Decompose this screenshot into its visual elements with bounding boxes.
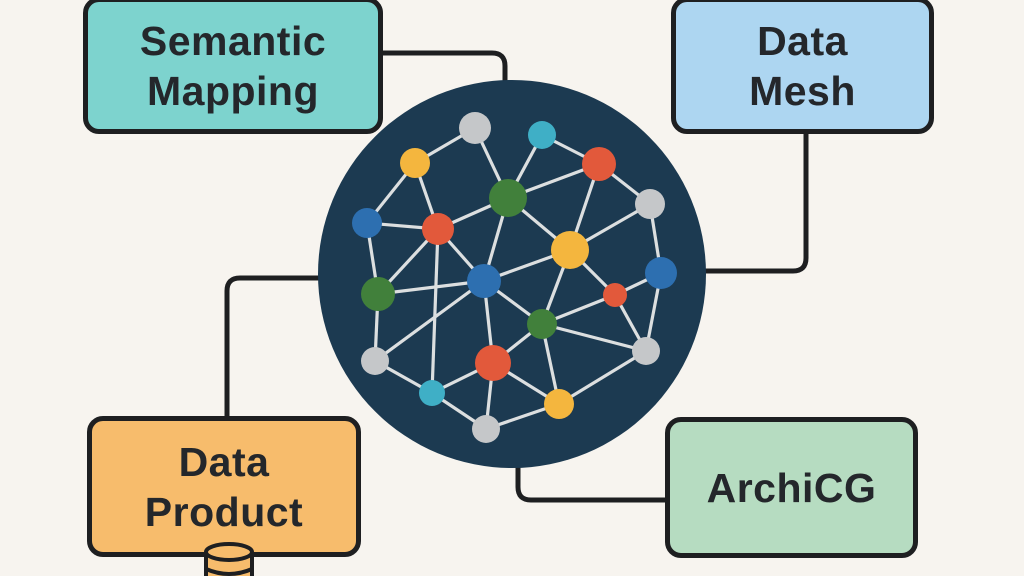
data-mesh-label-line1: Data [757, 17, 848, 64]
database-cylinder-icon [204, 542, 254, 576]
connector-archicg [515, 435, 671, 503]
data-mesh-label-line2: Mesh [749, 67, 856, 114]
graph-node [419, 380, 445, 406]
graph-node [467, 264, 501, 298]
graph-edge [430, 228, 440, 394]
data-product-label-line2: Product [144, 488, 304, 535]
graph-node [603, 283, 627, 307]
data-product-label-line1: Data [178, 438, 270, 485]
graph-node [400, 148, 430, 178]
graph-node [459, 112, 491, 144]
node-box-archicg: ArchiCG [665, 417, 918, 558]
graph-node [489, 179, 527, 217]
connector-data-product [224, 275, 335, 423]
graph-node [528, 121, 556, 149]
graph-edge [374, 279, 485, 363]
connector-semantic-mapping [378, 50, 508, 128]
graph-node [544, 389, 574, 419]
graph-edge [377, 279, 485, 296]
node-box-data-product: Data Product [87, 416, 361, 557]
semantic-mapping-label-line2: Mapping [146, 67, 320, 114]
graph-node [472, 415, 500, 443]
graph-node [645, 257, 677, 289]
archicg-label: ArchiCG [706, 464, 877, 511]
graph-node [632, 337, 660, 365]
semantic-mapping-label-line1: Semantic [139, 17, 327, 64]
graph-edge [558, 349, 647, 406]
graph-node [582, 147, 616, 181]
connector-data-mesh [685, 127, 809, 274]
node-box-data-mesh: Data Mesh [671, 0, 934, 134]
graph-node [475, 345, 511, 381]
graph-node [361, 347, 389, 375]
graph-node [551, 231, 589, 269]
graph-node [361, 277, 395, 311]
graph-node [422, 213, 454, 245]
graph-node [527, 309, 557, 339]
node-box-semantic-mapping: Semantic Mapping [83, 0, 383, 134]
graph-edge [541, 322, 647, 353]
graph-node [635, 189, 665, 219]
graph-node [352, 208, 382, 238]
